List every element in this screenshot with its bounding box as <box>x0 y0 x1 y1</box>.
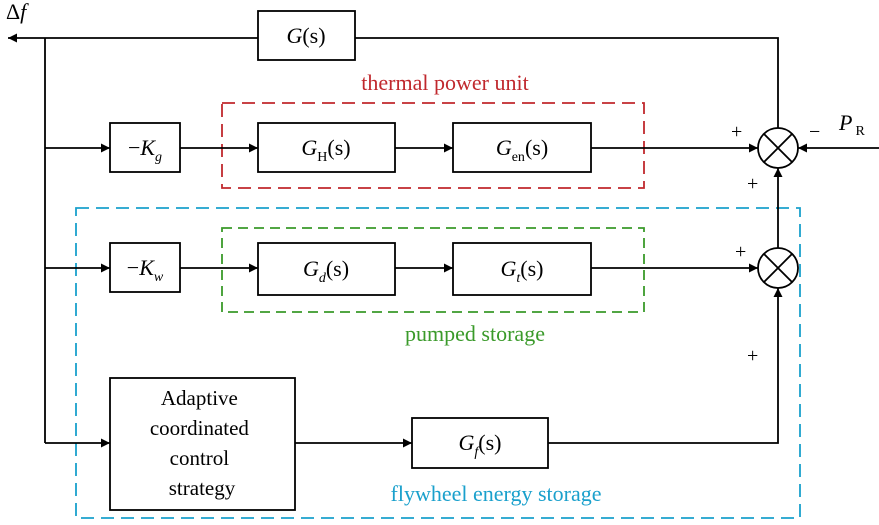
pumped-storage-group <box>221 227 645 313</box>
gs-block <box>257 10 356 61</box>
flywheel-energy-storage-group <box>75 207 801 519</box>
pumped-storage-label: pumped storage <box>405 321 545 346</box>
gd-label: Gd(s) <box>303 256 349 286</box>
gd-block <box>257 242 396 296</box>
gf-label: Gf(s) <box>459 430 502 460</box>
thermal-power-unit-group <box>221 102 645 189</box>
feedback-wire-right <box>355 37 779 129</box>
sign-plus-top-bottom: + <box>747 173 758 195</box>
adaptive-control-block <box>109 377 296 511</box>
gt-label: Gt(s) <box>501 256 544 286</box>
gf-block <box>411 417 549 469</box>
gh-block <box>257 122 396 173</box>
wire-gf-to-sum2 <box>548 288 783 444</box>
kw-block <box>109 242 181 293</box>
delta-f-label: Δf <box>6 0 29 24</box>
sum-junction-bottom <box>757 247 799 289</box>
sign-plus-bottom-bottom: + <box>747 345 758 367</box>
sign-minus-top-right: − <box>809 121 820 143</box>
gh-label: GH(s) <box>301 135 350 165</box>
gt-block <box>452 242 592 296</box>
sign-plus-bottom-left: + <box>735 241 746 263</box>
adaptive-control-label: Adaptive coordinated control strategy <box>150 386 254 500</box>
gen-label: Gen(s) <box>496 135 548 165</box>
kw-label: −Kw <box>127 255 164 285</box>
sign-plus-top-left: + <box>731 121 742 143</box>
gs-label: G(s) <box>286 23 325 48</box>
flywheel-energy-storage-label: flywheel energy storage <box>391 481 602 506</box>
sum-junction-top <box>757 127 799 169</box>
thermal-power-unit-label: thermal power unit <box>361 70 528 95</box>
kg-label: −Kg <box>128 135 162 165</box>
kg-block <box>109 122 181 173</box>
gen-block <box>452 122 592 173</box>
